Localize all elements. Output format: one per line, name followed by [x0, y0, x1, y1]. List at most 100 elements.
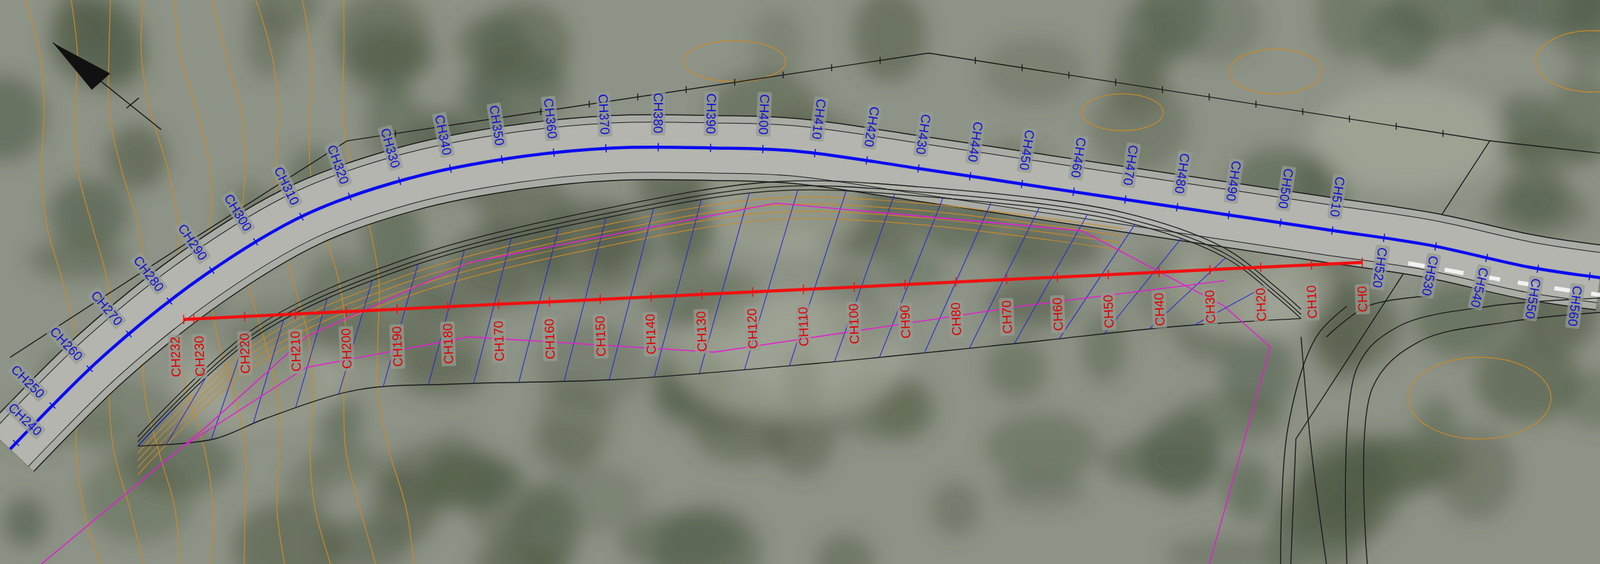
- chainage-tick: [348, 192, 351, 201]
- chainage-label: CH550: [1521, 275, 1544, 323]
- chainage-tick: [604, 144, 607, 153]
- batter-line: [138, 189, 1302, 446]
- chainage-label: CH390: [703, 91, 719, 137]
- chainage-tick: [243, 311, 246, 322]
- chainage-tick: [1536, 264, 1539, 273]
- fill-hatch: [834, 194, 895, 362]
- chainage-tick: [1021, 179, 1023, 189]
- boundary-tick: [830, 64, 832, 72]
- boundary-tick: [1161, 86, 1163, 94]
- tree-canopy: [28, 238, 128, 280]
- chainage-label: CH140: [642, 311, 659, 357]
- chainage-tick: [1589, 271, 1591, 281]
- tree-canopy: [999, 222, 1103, 272]
- chainage-label: CH500: [1275, 165, 1296, 213]
- chainage-label: CH120: [744, 306, 761, 352]
- boundary-tick: [975, 56, 976, 64]
- side-road-edge: [1345, 298, 1600, 564]
- boundary-tick: [1068, 71, 1070, 79]
- chainage-label: CH20: [1252, 284, 1269, 323]
- embankment: [138, 180, 1302, 475]
- boundary-tick: [1115, 78, 1116, 86]
- chainage-label: CH0: [1354, 284, 1370, 316]
- chainage-label: CH530: [1418, 252, 1441, 300]
- guide: [138, 318, 1302, 447]
- boundary-tick: [1442, 129, 1444, 137]
- chainage-tick: [1310, 259, 1313, 270]
- chainage-label: CH280: [129, 251, 168, 296]
- road-shoulder: [10, 146, 1600, 450]
- contour-line: [1535, 30, 1600, 93]
- fill-hatch: [166, 376, 207, 445]
- chainage-label: CH40: [1150, 290, 1167, 329]
- chainage-label: CH30: [1201, 287, 1218, 326]
- chainage-label: CH310: [270, 162, 303, 209]
- chainage-label: CH170: [490, 318, 507, 364]
- north-arrow-bar: [126, 98, 139, 109]
- chainage-tick: [1056, 271, 1059, 282]
- boundary-tick: [1301, 107, 1303, 115]
- chainage-tick: [13, 440, 20, 446]
- boundary-tick: [686, 86, 687, 94]
- works-boundary: [10, 52, 1600, 564]
- chainage-label: CH460: [1068, 134, 1090, 182]
- chainage-tick: [1361, 257, 1364, 268]
- chainage-label: CH190: [389, 323, 406, 369]
- chainage-label: CH490: [1223, 157, 1245, 205]
- chainage-label: CH470: [1120, 142, 1141, 189]
- chainage-label: CH300: [219, 189, 256, 236]
- tree-canopy: [106, 124, 168, 189]
- chainage-tick: [49, 402, 56, 408]
- chainage-tick: [396, 304, 398, 314]
- chainage-label: CH290: [173, 219, 211, 265]
- chainage-label: CH440: [964, 118, 986, 166]
- chainage-label: CH340: [431, 111, 456, 158]
- chainage-tick: [209, 267, 215, 274]
- chainage-tick: [253, 238, 258, 246]
- boundary-tick: [588, 100, 590, 108]
- tree-canopy: [853, 0, 927, 82]
- chainage-label: CH50: [1100, 292, 1116, 331]
- tree-canopy: [423, 450, 517, 511]
- contour-line: [1081, 94, 1164, 131]
- chainage-tick: [918, 164, 920, 173]
- tree-canopy: [476, 2, 573, 91]
- tree-canopy: [1502, 162, 1568, 226]
- chainage-label: CH160: [541, 315, 557, 362]
- guide: [138, 189, 1302, 446]
- chainage-tick: [599, 294, 601, 305]
- chainage-label: CH450: [1016, 127, 1037, 174]
- chainage-label: CH480: [1171, 149, 1193, 197]
- north-arrow-shaft: [52, 42, 162, 130]
- side-road-edge: [1280, 306, 1348, 564]
- chainage-label: CH80: [947, 300, 964, 338]
- north-arrow: [52, 42, 162, 130]
- chainage-tick: [299, 212, 303, 221]
- side-road-edge: [1301, 336, 1327, 564]
- road-surface: [10, 146, 1600, 450]
- chainage-tick: [853, 282, 855, 292]
- fill-hatch: [744, 190, 798, 371]
- chainage-label: CH510: [1326, 173, 1348, 220]
- tree-canopy: [1493, 94, 1561, 158]
- chainage-tick: [865, 156, 868, 165]
- contours: [25, 0, 1600, 564]
- chainage-label: CH150: [591, 313, 608, 360]
- tree-canopy: [1266, 500, 1309, 564]
- tree-canopy: [0, 75, 47, 160]
- chainage-tick: [398, 177, 401, 186]
- chainage-tick: [553, 148, 555, 157]
- fill-hatch: [138, 410, 172, 446]
- road-edge: [10, 146, 1600, 450]
- boundary-tick: [1255, 100, 1256, 108]
- tree-canopy: [343, 21, 420, 102]
- chainage-tick: [497, 299, 500, 310]
- chainage-label: CH400: [756, 92, 772, 138]
- contour-line: [683, 40, 787, 82]
- limit-line: [183, 280, 1225, 447]
- chainage-label: CH180: [440, 321, 456, 367]
- chainage-tick: [449, 164, 452, 174]
- tree-canopy: [1220, 331, 1296, 414]
- chainage-label: CH220: [236, 330, 253, 377]
